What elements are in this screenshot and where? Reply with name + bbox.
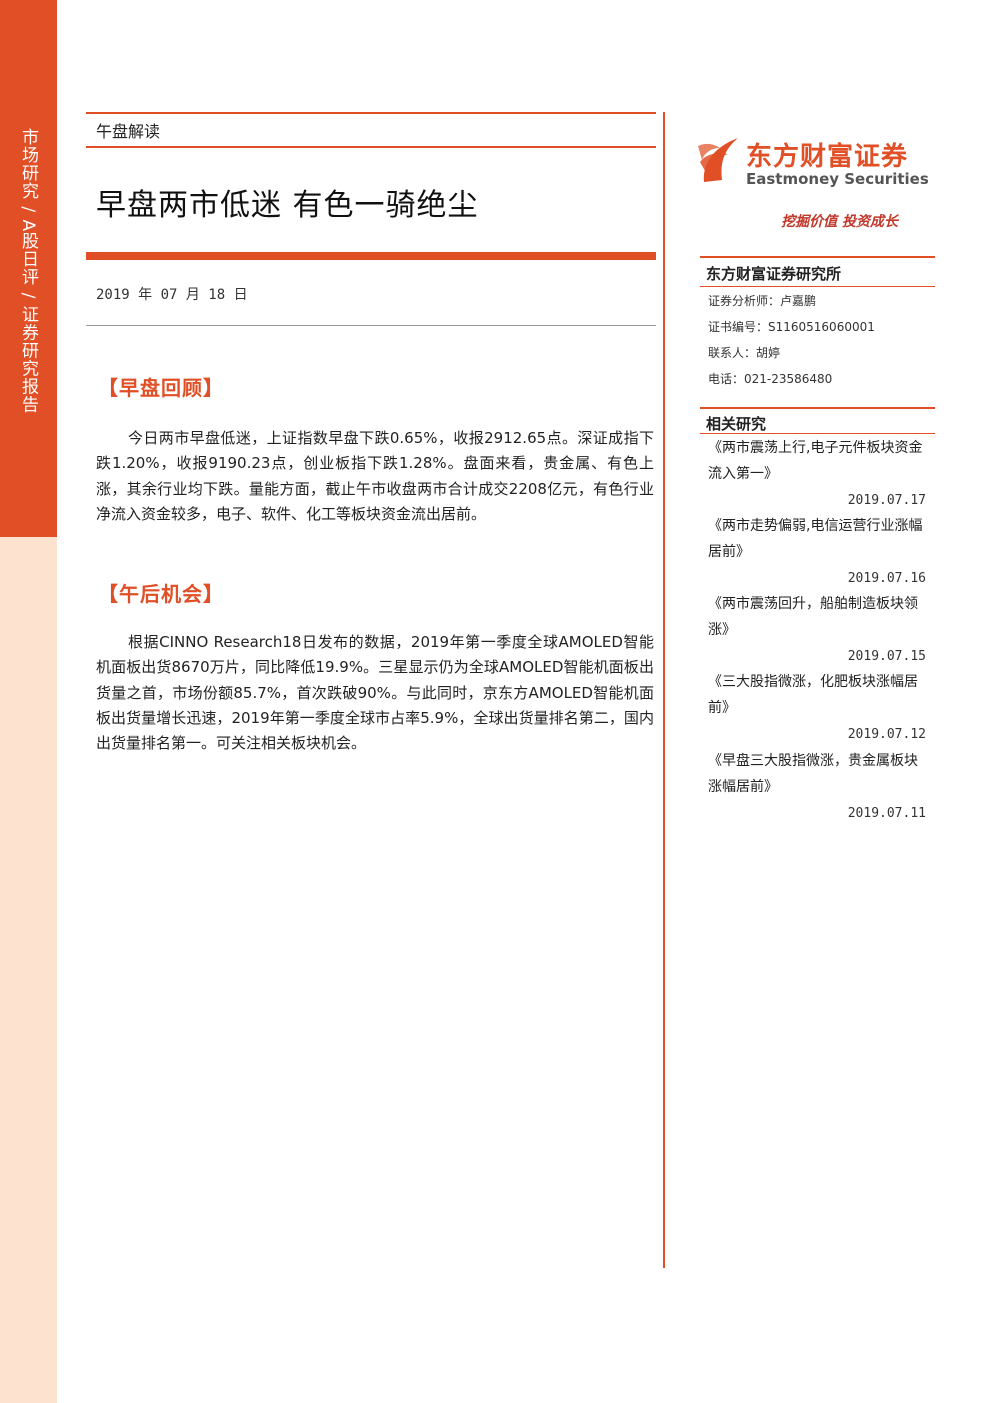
- header-top-rule: [86, 112, 656, 114]
- related-report-link[interactable]: 《三大股指微涨，化肥板块涨幅居前》: [708, 674, 918, 716]
- related-report-link[interactable]: 《早盘三大股指微涨，贵金属板块涨幅居前》: [708, 753, 918, 795]
- institute-heading-rule: [700, 286, 935, 287]
- related-top-rule: [700, 407, 935, 409]
- doc-type-label: 午盘解读: [96, 122, 161, 141]
- certificate-number: 证书编号：S1160516060001: [708, 320, 875, 334]
- sidebar-accent-band: [0, 0, 57, 537]
- date-divider: [86, 325, 656, 326]
- analyst-name: 证券分析师：卢嘉鹏: [708, 294, 817, 308]
- related-heading-rule: [700, 433, 935, 434]
- section-body-morning-review: 今日两市早盘低迷，上证指数早盘下跌0.65%，收报2912.65点。深证成指下跌…: [96, 429, 654, 523]
- related-report-link[interactable]: 《两市走势偏弱,电信运营行业涨幅居前》: [708, 518, 923, 560]
- doc-type-rule: [86, 146, 656, 148]
- institute-top-rule: [700, 256, 935, 258]
- brand-flame-icon: [698, 138, 738, 182]
- related-report-date: 2019.07.15: [847, 649, 926, 664]
- related-report-date: 2019.07.11: [847, 806, 926, 821]
- title-underline-bar: [86, 252, 656, 260]
- brand-logo: 东方财富证券 Eastmoney Securities: [698, 132, 938, 192]
- related-heading: 相关研究: [706, 415, 767, 433]
- report-date: 2019 年 07 月 18 日: [96, 287, 248, 303]
- brand-slogan: 挖掘价值 投资成长: [781, 214, 898, 230]
- institute-heading: 东方财富证券研究所: [706, 265, 842, 283]
- related-report-date: 2019.07.12: [847, 727, 926, 742]
- related-report-date: 2019.07.16: [847, 571, 926, 586]
- related-report-link[interactable]: 《两市震荡上行,电子元件板块资金流入第一》: [708, 440, 923, 482]
- contact-person: 联系人：胡婷: [708, 346, 781, 360]
- sidebar-category-label: 市场研究 / A股日评 / 证券研究报告: [18, 128, 38, 414]
- section-heading-morning-review: 【早盘回顾】: [98, 376, 224, 400]
- related-report-link[interactable]: 《两市震荡回升，船舶制造板块领涨》: [708, 596, 918, 638]
- sidebar-light-band: [0, 537, 57, 1403]
- section-heading-afternoon-opportunity: 【午后机会】: [98, 582, 224, 606]
- contact-phone: 电话：021-23586480: [708, 372, 833, 386]
- related-report-date: 2019.07.17: [847, 493, 926, 508]
- brand-name-en: Eastmoney Securities: [746, 170, 929, 188]
- brand-name-cn: 东方财富证券: [746, 142, 909, 172]
- section-body-afternoon-opportunity: 根据CINNO Research18日发布的数据，2019年第一季度全球AMOL…: [96, 633, 654, 753]
- page-title: 早盘两市低迷 有色一骑绝尘: [96, 188, 479, 223]
- column-divider: [663, 112, 665, 1268]
